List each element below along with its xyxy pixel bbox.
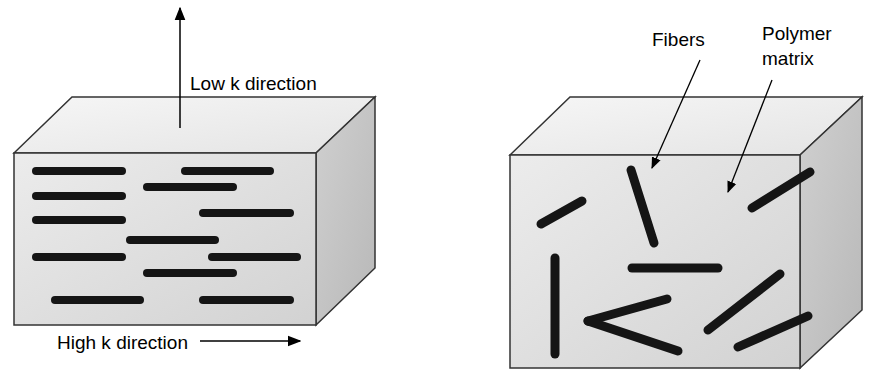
random-composite-block xyxy=(510,97,862,368)
matrix-leader xyxy=(728,80,772,192)
direction-label: High k direction xyxy=(57,331,188,356)
low-k-arrow xyxy=(179,8,181,128)
direction-label: Low k direction xyxy=(190,72,317,97)
random-fibers xyxy=(541,170,810,354)
high-k-arrow xyxy=(200,340,300,342)
aligned-fibers xyxy=(36,171,297,300)
fibers-leader xyxy=(652,60,700,168)
part-label: Polymer matrix xyxy=(762,22,844,71)
aligned-composite-block xyxy=(14,97,375,325)
part-label: Fibers xyxy=(652,28,705,53)
